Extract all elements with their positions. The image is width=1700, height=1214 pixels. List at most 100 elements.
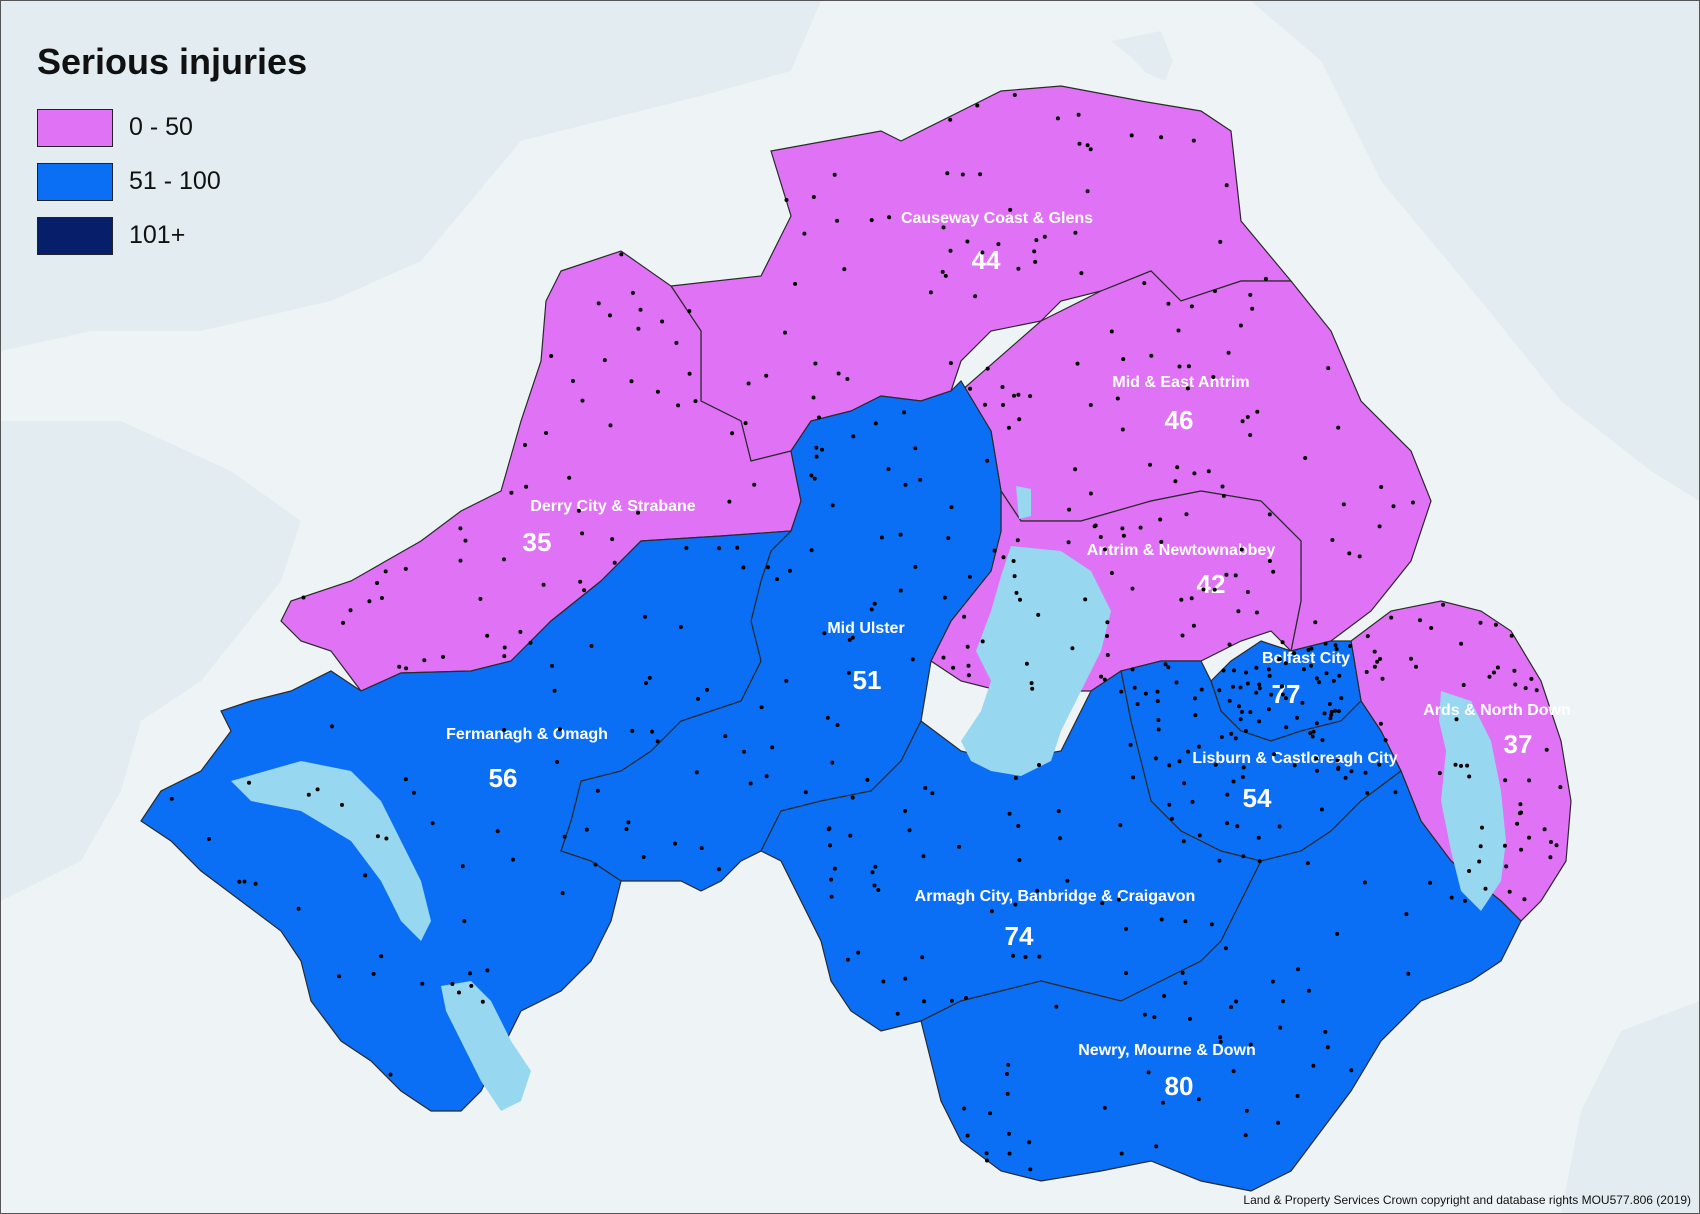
collision-point <box>1227 642 1232 647</box>
collision-point <box>1224 572 1229 577</box>
collision-point <box>730 431 735 436</box>
collision-point <box>766 565 770 570</box>
collision-point <box>602 358 607 363</box>
collision-point <box>1058 836 1063 841</box>
collision-point <box>363 873 368 878</box>
collision-point <box>1016 824 1021 828</box>
collision-point <box>965 239 970 244</box>
collision-point <box>624 827 629 832</box>
collision-point <box>1363 880 1367 885</box>
collision-point <box>589 644 594 648</box>
collision-point <box>903 809 908 813</box>
collision-point <box>371 971 376 976</box>
collision-point <box>1311 1063 1316 1068</box>
collision-point <box>984 1151 989 1156</box>
collision-point <box>1191 623 1196 628</box>
collision-point <box>1186 364 1191 369</box>
collision-point <box>1156 727 1161 732</box>
collision-point <box>469 983 474 988</box>
collision-point <box>1156 718 1161 722</box>
collision-point <box>1142 281 1147 286</box>
collision-point <box>550 663 555 668</box>
collision-point <box>962 614 967 619</box>
region-label-fermanagh: Fermanagh & Omagh <box>446 726 608 743</box>
collision-point <box>928 290 933 295</box>
collision-point <box>694 770 699 775</box>
collision-point <box>1088 491 1093 496</box>
collision-point <box>518 629 523 634</box>
collision-point <box>1135 702 1140 707</box>
lough-erne-upper <box>231 761 431 941</box>
collision-point <box>1023 955 1028 959</box>
collision-point <box>1333 708 1338 713</box>
collision-point <box>812 476 817 481</box>
collision-point <box>330 724 334 729</box>
collision-point <box>1502 843 1507 848</box>
legend-swatch <box>37 109 113 147</box>
legend-swatch <box>37 217 113 255</box>
collision-point <box>1155 689 1160 694</box>
collision-point <box>1319 807 1324 812</box>
collision-point <box>847 637 852 642</box>
collision-point <box>948 361 953 366</box>
collision-point <box>1196 1097 1201 1102</box>
collision-point <box>1105 634 1109 638</box>
collision-point <box>1124 971 1129 976</box>
collision-point <box>1241 765 1246 770</box>
collision-point <box>820 447 824 452</box>
lough-beg <box>1016 486 1031 519</box>
collision-point <box>1323 1029 1328 1034</box>
region-value-antrim: 42 <box>1197 569 1226 599</box>
collision-point <box>1238 685 1243 690</box>
region-newry[interactable] <box>920 770 1522 1192</box>
region-fermanagh[interactable] <box>140 530 793 1112</box>
collision-point <box>480 999 485 1004</box>
collision-point <box>825 715 830 720</box>
collision-point <box>641 855 646 859</box>
collision-point <box>1001 555 1006 560</box>
collision-point <box>869 607 874 612</box>
collision-point <box>1324 671 1329 676</box>
collision-point <box>832 172 837 177</box>
collision-point <box>1077 141 1082 146</box>
collision-point <box>1146 1070 1151 1075</box>
collision-point <box>1233 736 1238 741</box>
collision-point <box>727 499 732 504</box>
collision-point <box>485 633 490 638</box>
collision-point <box>1226 350 1231 355</box>
collision-point <box>1138 525 1143 530</box>
collision-point <box>1248 710 1253 715</box>
collision-point <box>630 290 635 295</box>
collision-point <box>1170 816 1174 821</box>
collision-point <box>1276 1120 1281 1125</box>
collision-point <box>660 319 665 324</box>
collision-point <box>1028 1167 1033 1172</box>
collision-point <box>1197 744 1202 749</box>
region-label-midulster: Mid Ulster <box>827 620 904 637</box>
collision-point <box>1243 728 1248 733</box>
collision-point <box>1007 1151 1012 1156</box>
collision-point <box>1267 512 1272 517</box>
region-label-newry: Newry, Mourne & Down <box>1078 1042 1256 1059</box>
collision-point <box>1257 682 1262 687</box>
scotland-east-land <box>1251 1 1699 501</box>
region-value-fermanagh: 56 <box>489 763 518 793</box>
collision-point <box>1175 465 1180 470</box>
collision-point <box>960 172 965 177</box>
collision-point <box>764 373 769 378</box>
collision-point <box>1159 917 1164 922</box>
collision-point <box>430 821 435 826</box>
collision-point <box>1099 674 1104 679</box>
collision-point <box>367 599 372 604</box>
collision-point <box>1219 735 1224 739</box>
collision-point <box>764 774 769 779</box>
collision-point <box>1256 835 1261 840</box>
collision-point <box>404 666 409 671</box>
collision-point <box>1375 659 1380 664</box>
collision-point <box>1409 656 1413 661</box>
collision-point <box>552 688 557 693</box>
collision-point <box>1349 769 1354 774</box>
collision-point <box>1327 702 1332 706</box>
